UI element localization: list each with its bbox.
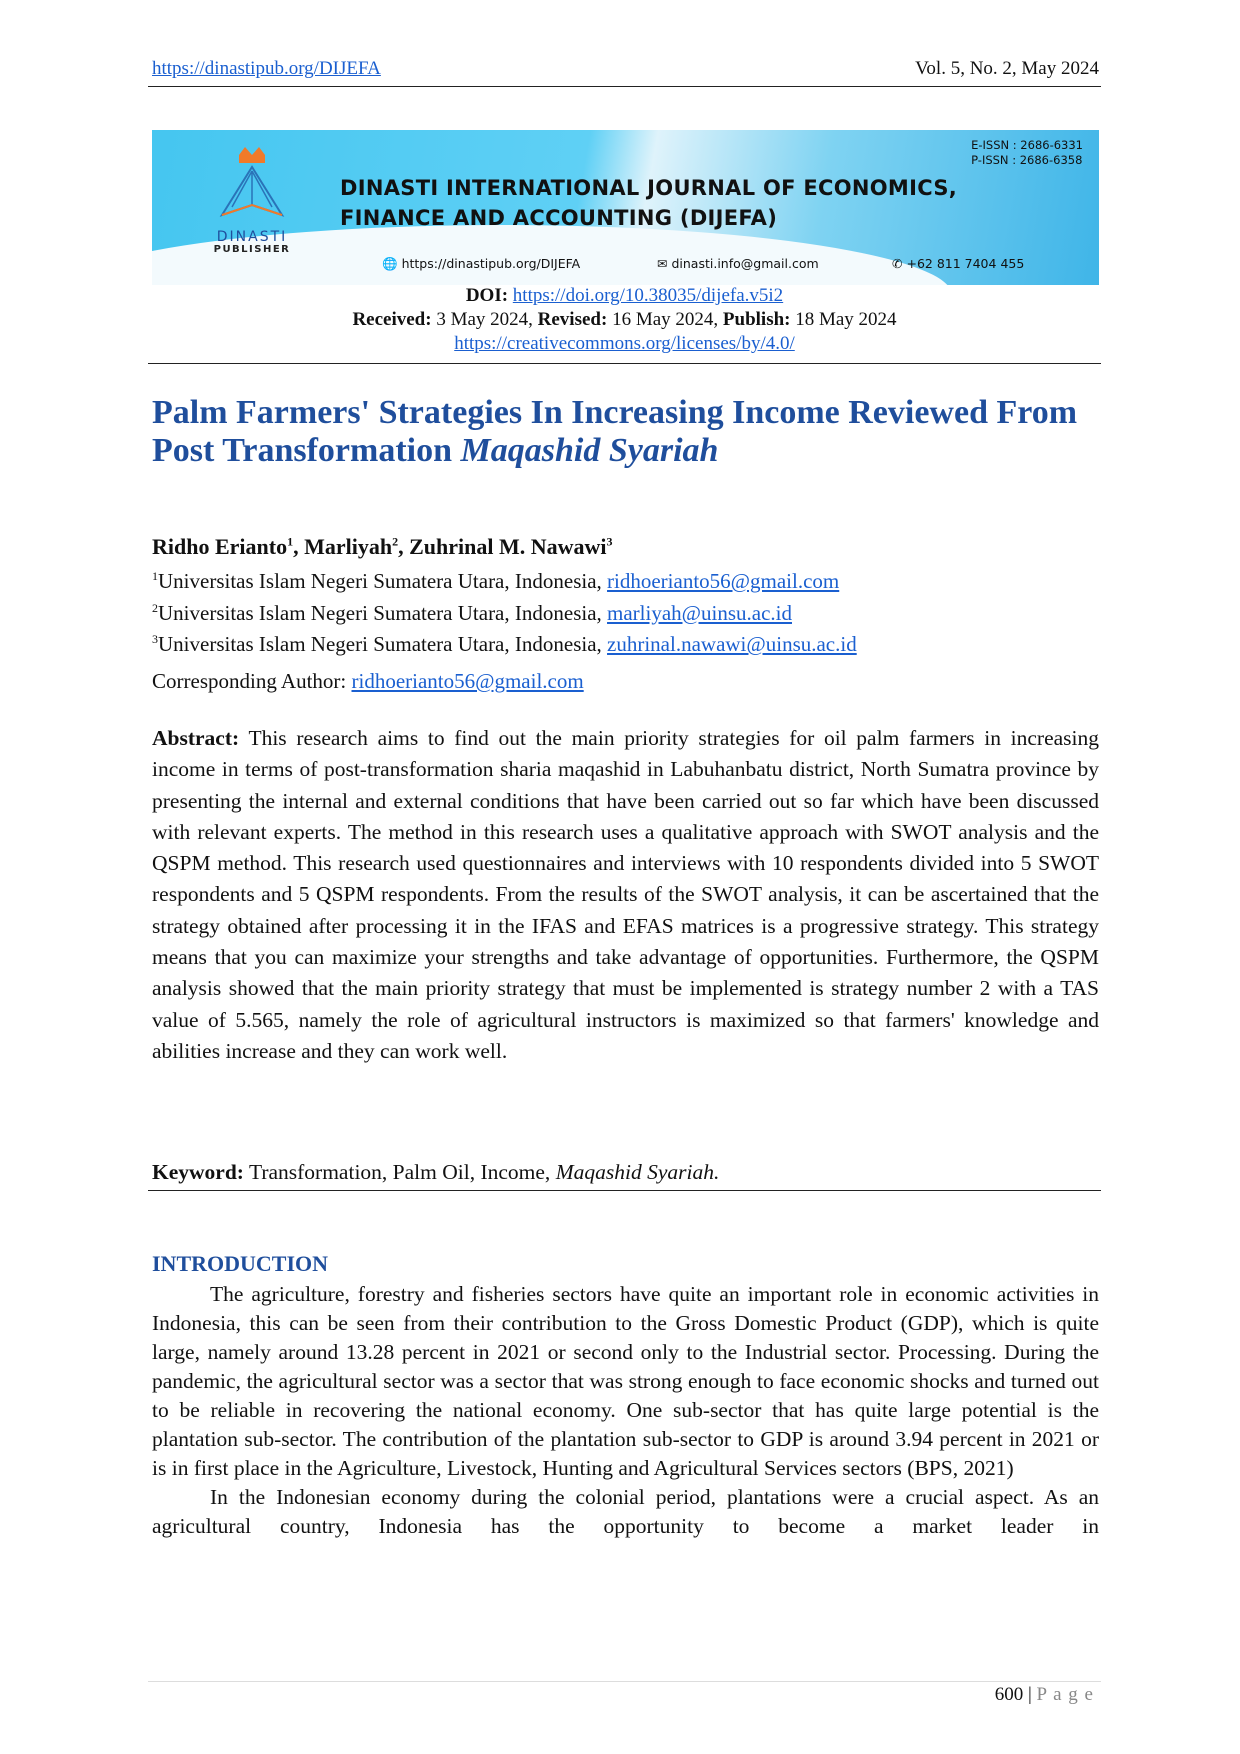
author-name: Ridho Erianto (152, 534, 288, 559)
introduction-body: The agriculture, forestry and fisheries … (152, 1280, 1099, 1541)
mail-icon: ✉ (657, 256, 668, 271)
affiliation-text: Universitas Islam Negeri Sumatera Utara,… (158, 600, 608, 625)
logo-text-bottom: PUBLISHER (213, 244, 291, 255)
doi-label: DOI: (465, 285, 509, 306)
volume-info: Vol. 5, No. 2, May 2024 (915, 58, 1099, 79)
doi-line: DOI: https://doi.org/10.38035/dijefa.v5i… (148, 285, 1101, 307)
abstract-text: This research aims to find out the main … (152, 726, 1099, 1063)
banner-email-text: dinasti.info@gmail.com (671, 256, 819, 271)
affiliation: 1Universitas Islam Negeri Sumatera Utara… (152, 563, 857, 595)
banner-website: 🌐 https://dinastipub.org/DIJEFA (382, 256, 580, 272)
corresponding-email-link[interactable]: ridhoerianto56@gmail.com (351, 669, 584, 693)
license-link[interactable]: https://creativecommons.org/licenses/by/… (454, 333, 795, 354)
email-link[interactable]: zuhrinal.nawawi@uinsu.ac.id (607, 632, 857, 656)
paper-title: Palm Farmers' Strategies In Increasing I… (152, 394, 1102, 470)
affiliation-sup: 3 (152, 632, 158, 646)
email-link[interactable]: marliyah@uinsu.ac.id (607, 600, 792, 625)
affiliation-sup: 2 (152, 600, 158, 615)
footer-separator: | (1023, 1684, 1037, 1705)
affiliations: 1Universitas Islam Negeri Sumatera Utara… (152, 563, 857, 658)
author-list: Ridho Erianto1, Marliyah2, Zuhrinal M. N… (152, 534, 613, 559)
page-number: 600 (994, 1684, 1024, 1705)
pissn: P-ISSN : 2686-6358 (971, 153, 1083, 167)
keywords-italic: Maqashid Syariah. (555, 1160, 720, 1184)
page-footer: 600 | P a g e (995, 1684, 1094, 1706)
publish-date: 18 May 2024 (790, 309, 897, 330)
banner-email: ✉ dinasti.info@gmail.com (657, 256, 819, 271)
title-italic: Maqashid Syariah (460, 432, 719, 469)
keywords-divider (148, 1190, 1101, 1191)
dates-line: Received: 3 May 2024, Revised: 16 May 20… (148, 309, 1101, 331)
keywords-label: Keyword: (152, 1160, 244, 1184)
issn-block: E-ISSN : 2686-6331 P-ISSN : 2686-6358 (971, 138, 1083, 168)
banner-website-text: https://dinastipub.org/DIJEFA (401, 256, 581, 271)
section-heading-introduction: INTRODUCTION (152, 1251, 329, 1276)
journal-banner: DINASTI PUBLISHER DINASTI INTERNATIONAL … (152, 130, 1099, 285)
author-sup: 3 (606, 534, 613, 549)
author-name: Zuhrinal M. Nawawi (409, 534, 607, 559)
author-sup: 2 (392, 534, 399, 549)
publish-label: Publish: (722, 309, 791, 330)
page-label: P a g e (1036, 1684, 1094, 1705)
corresponding-author: Corresponding Author: ridhoerianto56@gma… (152, 669, 584, 694)
received-date: 3 May 2024, (431, 309, 538, 330)
affiliation: 3Universitas Islam Negeri Sumatera Utara… (152, 626, 857, 658)
globe-icon: 🌐 (382, 256, 398, 271)
abstract: Abstract: This research aims to find out… (152, 723, 1099, 1067)
author-sup: 1 (287, 534, 294, 549)
title-line2: Post Transformation (152, 432, 461, 469)
revised-label: Revised: (537, 309, 608, 330)
header-divider (148, 86, 1101, 87)
email-link[interactable]: ridhoerianto56@gmail.com (607, 569, 840, 593)
keywords-text: Transformation, Palm Oil, Income, (243, 1160, 556, 1184)
author-name: Marliyah (304, 534, 393, 559)
affiliation: 2Universitas Islam Negeri Sumatera Utara… (152, 595, 857, 627)
paragraph: In the Indonesian economy during the col… (152, 1485, 1099, 1538)
logo-text-top: DINASTI (216, 229, 288, 245)
footer-divider (148, 1681, 1101, 1682)
banner-phone: ✆ +62 811 7404 455 (892, 256, 1024, 271)
journal-name-line1: DINASTI INTERNATIONAL JOURNAL OF ECONOMI… (340, 176, 958, 200)
revised-date: 16 May 2024, (607, 309, 723, 330)
banner-phone-text: +62 811 7404 455 (906, 256, 1025, 271)
whatsapp-icon: ✆ (892, 256, 903, 271)
affiliation-text: Universitas Islam Negeri Sumatera Utara,… (158, 569, 608, 593)
doi-link[interactable]: https://doi.org/10.38035/dijefa.v5i2 (512, 285, 784, 306)
journal-url-link[interactable]: https://dinastipub.org/DIJEFA (152, 58, 381, 79)
journal-name: DINASTI INTERNATIONAL JOURNAL OF ECONOMI… (340, 173, 957, 233)
abstract-label: Abstract: (152, 726, 240, 750)
affiliation-sup: 1 (152, 569, 158, 583)
affiliation-text: Universitas Islam Negeri Sumatera Utara,… (158, 632, 608, 656)
corresponding-label: Corresponding Author: (152, 669, 352, 693)
keywords: Keyword: Transformation, Palm Oil, Incom… (152, 1160, 719, 1185)
publisher-logo: DINASTI PUBLISHER (207, 145, 297, 255)
title-line1: Palm Farmers' Strategies In Increasing I… (152, 394, 1078, 431)
journal-name-line2: FINANCE AND ACCOUNTING (DIJEFA) (340, 206, 778, 230)
paragraph: The agriculture, forestry and fisheries … (152, 1282, 1099, 1480)
eissn: E-ISSN : 2686-6331 (971, 138, 1083, 152)
received-label: Received: (352, 309, 432, 330)
crown-book-icon (219, 147, 285, 217)
meta-divider (148, 363, 1101, 364)
